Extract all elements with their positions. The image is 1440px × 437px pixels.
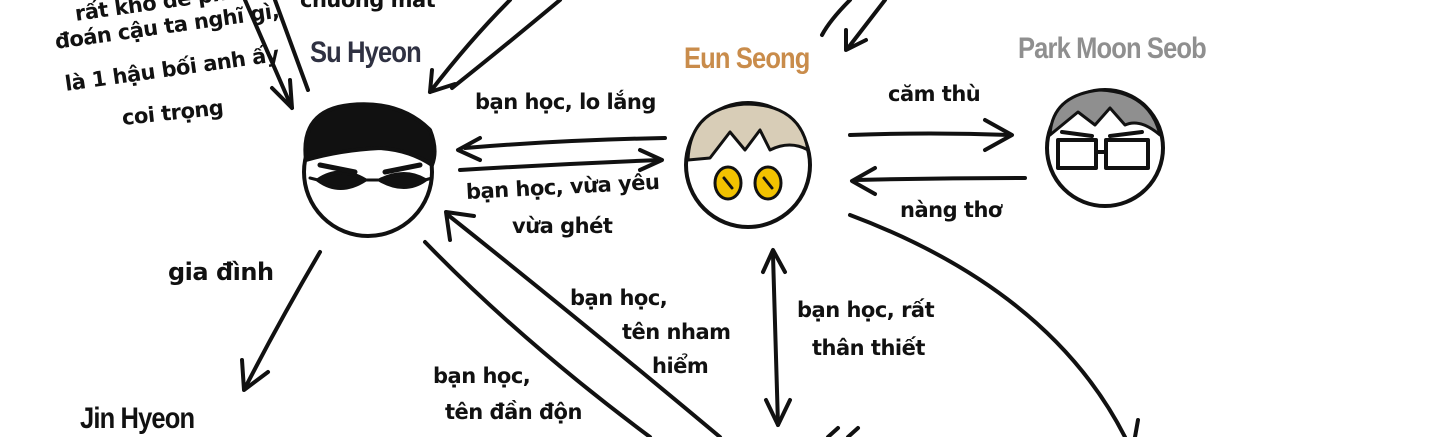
label-su-to-jin: gia đình (168, 258, 274, 286)
arrow-top-to-eun (820, 0, 887, 52)
name-jin-hyeon: Jin Hyeon (80, 402, 195, 435)
arrow-eun-to-bottom-right (848, 213, 1127, 437)
label-chuong-mat: chướng mắt (300, 0, 436, 12)
label-nham-hiem-2: tên nham (622, 320, 731, 344)
label-dan-don-2: tên đần độn (445, 400, 582, 424)
park-moon-seob-face-icon (1045, 88, 1165, 208)
partial-arrow (1133, 418, 1140, 437)
name-park-moon-seob: Park Moon Seob (1018, 32, 1207, 65)
label-eun-to-su-2: vừa ghét (512, 214, 613, 238)
arrow-top-left-1 (243, 0, 294, 110)
eun-seong-face-icon (684, 101, 812, 229)
arrow-top-left-2 (273, 0, 310, 92)
arrow-su-to-jin (240, 250, 322, 392)
arrow-eun-to-park (848, 118, 1014, 152)
arrow-top-to-su (428, 0, 562, 94)
label-than-thiet-1: bạn học, rất (797, 298, 935, 322)
label-dan-don-1: bạn học, (433, 364, 531, 388)
su-hyeon-face-icon (302, 102, 437, 238)
arrow-su-to-eun (456, 136, 667, 162)
label-eun-to-park: căm thù (888, 82, 981, 106)
arrow-eun-to-su (458, 148, 664, 172)
label-su-to-eun: bạn học, lo lắng (475, 90, 656, 114)
arrow-nham-hiem (444, 210, 722, 437)
label-nham-hiem-3: hiểm (652, 354, 709, 378)
label-nham-hiem-1: bạn học, (570, 286, 668, 310)
arrow-dan-don (423, 240, 652, 437)
label-park-to-eun: nàng thơ (900, 198, 1002, 222)
name-eun-seong: Eun Seong (684, 42, 810, 75)
arrow-than-thiet (761, 248, 792, 427)
arrow-park-to-eun (850, 166, 1027, 196)
name-su-hyeon: Su Hyeon (310, 36, 422, 69)
partial-icon (826, 426, 860, 437)
label-than-thiet-2: thân thiết (812, 336, 925, 360)
